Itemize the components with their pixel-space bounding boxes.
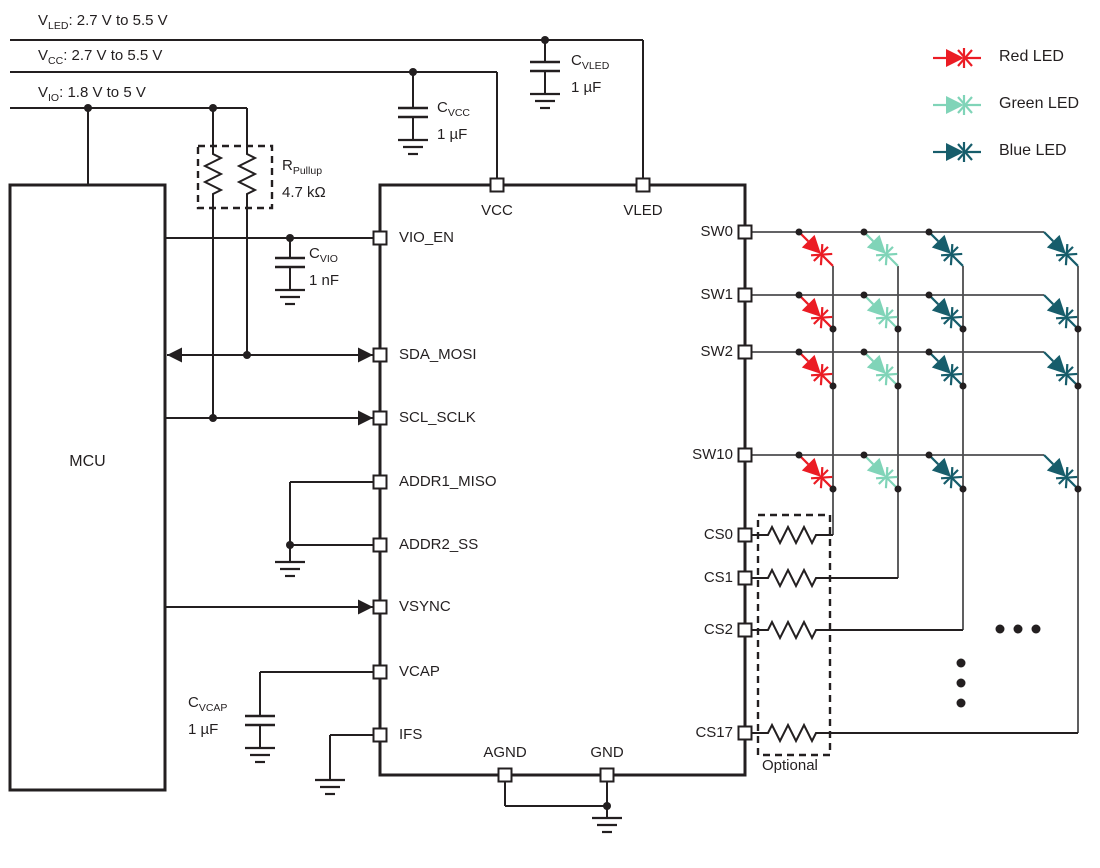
ellipsis-dots [956, 624, 1041, 708]
pin-label-sw2: SW2 [700, 343, 733, 360]
pin-agnd [497, 767, 513, 783]
pin-vio-en [372, 230, 388, 246]
pin-label-scl-sclk: SCL_SCLK [399, 409, 476, 426]
sda-left-arrowhead-icon [167, 347, 182, 363]
cs0-resistor-icon [764, 524, 820, 546]
pin-cs1 [737, 570, 753, 586]
pin-label-cs17: CS17 [695, 724, 733, 741]
optional-dashed-box [756, 513, 832, 757]
pin-gnd [599, 767, 615, 783]
pin-sw2 [737, 344, 753, 360]
ground-icon [243, 746, 277, 764]
rail-label-vio: VIO: 1.8 V to 5 V [38, 84, 146, 104]
pin-addr2-ss [372, 537, 388, 553]
blue-led-icon [1035, 223, 1087, 275]
mcu-ic-wires [165, 204, 608, 818]
matrix-wires [752, 231, 1079, 733]
rail-label-vled: VLED: 2.7 V to 5.5 V [38, 12, 168, 32]
blue-led-icon [931, 140, 983, 164]
cs1-resistor-icon [764, 567, 820, 589]
ground-icon [313, 778, 347, 796]
red-led-icon [931, 46, 983, 70]
mcu-label: MCU [69, 453, 106, 470]
cvcap-capacitor-icon [243, 714, 277, 727]
cvcap-label: CVCAP 1 µF [188, 694, 228, 738]
pin-label-cs1: CS1 [703, 569, 733, 586]
pin-cs0 [737, 527, 753, 543]
rpullup-label: RPullup 4.7 kΩ [282, 157, 326, 201]
ground-icon [528, 92, 562, 110]
junction-dots [84, 36, 1082, 810]
legend-symbols [931, 46, 983, 164]
pin-label-addr2-ss: ADDR2_SS [399, 536, 479, 553]
pin-cs17 [737, 725, 753, 741]
cs2-resistor-icon [764, 619, 820, 641]
rail-label-vcc: VCC: 2.7 V to 5.5 V [38, 47, 163, 67]
pin-vsync [372, 599, 388, 615]
pin-label-sw10: SW10 [692, 446, 733, 463]
ground-icon [590, 816, 624, 834]
pin-vcc [489, 177, 505, 193]
pin-label-cs0: CS0 [703, 526, 733, 543]
pin-label-sw0: SW0 [700, 223, 733, 240]
pin-sda-mosi [372, 347, 388, 363]
pin-label-vsync: VSYNC [399, 598, 451, 615]
pin-sw0 [737, 224, 753, 240]
pullup-resistor-icon [202, 150, 258, 204]
ground-icon [273, 288, 307, 306]
pin-label-gnd: GND [590, 744, 624, 761]
ic-block [378, 183, 747, 777]
pin-addr1-miso [372, 474, 388, 490]
pin-vcap [372, 664, 388, 680]
cvio-label: CVIO 1 nF [309, 245, 340, 289]
sda-right-arrowhead-icon [358, 347, 373, 363]
pin-sw1 [737, 287, 753, 303]
mcu-block [8, 183, 167, 792]
pin-label-sw1: SW1 [700, 286, 733, 303]
legend-label-red: Red LED [999, 48, 1064, 65]
cvcc-label: CVCC 1 µF [437, 99, 471, 143]
cs17-resistor-icon [764, 722, 820, 744]
pin-sw10 [737, 447, 753, 463]
optional-label: Optional [762, 757, 818, 774]
cvled-label: CVLED 1 µF [571, 52, 610, 96]
pin-label-cs2: CS2 [703, 621, 733, 638]
pin-label-sda-mosi: SDA_MOSI [399, 346, 477, 363]
pullup-dashed-box [196, 144, 274, 210]
ground-icon [396, 138, 430, 156]
power-rail-wires [10, 39, 644, 185]
pin-label-vcap: VCAP [399, 663, 440, 680]
green-led-icon [931, 93, 983, 117]
pin-scl-sclk [372, 410, 388, 426]
pin-label-vio-en: VIO_EN [399, 229, 455, 246]
pin-label-ifs: IFS [399, 726, 423, 743]
vsync-arrowhead-icon [358, 599, 373, 615]
cvled-capacitor-icon [528, 60, 562, 73]
pin-label-addr1-miso: ADDR1_MISO [399, 473, 497, 490]
pin-label-vled: VLED [623, 202, 663, 219]
cs-resistor-wires [752, 524, 1078, 744]
ground-icon [273, 560, 307, 578]
cvio-capacitor-icon [273, 256, 307, 269]
arrowheads [167, 347, 373, 615]
pin-cs2 [737, 622, 753, 638]
cvcc-capacitor-icon [396, 106, 430, 119]
pin-label-vcc: VCC [481, 202, 513, 219]
pin-ifs [372, 727, 388, 743]
legend-label-green: Green LED [999, 95, 1080, 112]
legend-label-blue: Blue LED [999, 142, 1067, 159]
pin-vled [635, 177, 651, 193]
pin-label-agnd: AGND [483, 744, 527, 761]
scl-arrowhead-icon [358, 410, 373, 426]
ic-pin-squares [372, 177, 753, 783]
